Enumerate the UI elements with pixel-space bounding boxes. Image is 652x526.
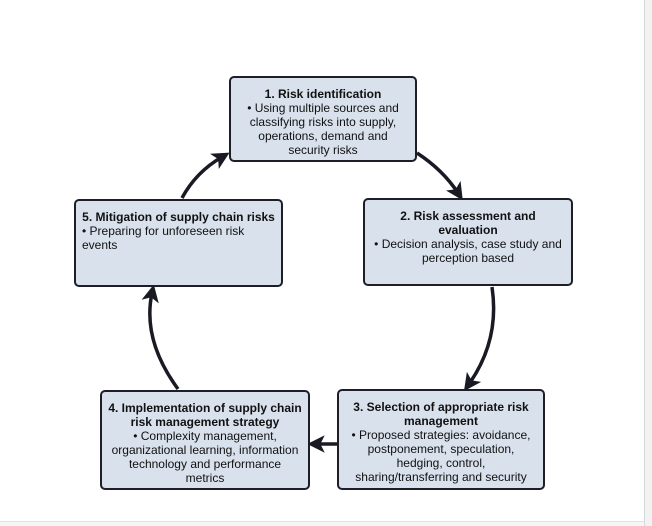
cycle-arrows <box>141 151 496 453</box>
step-4-title: 4. Implementation of supply chain risk m… <box>108 401 302 429</box>
step-2-body: • Decision analysis, case study and perc… <box>374 237 562 265</box>
step-5-mitigation: 5. Mitigation of supply chain risks • Pr… <box>74 199 283 287</box>
step-2-risk-assessment: 2. Risk assessment and evaluation • Deci… <box>363 198 573 286</box>
step-4-body: • Complexity management, organizational … <box>111 429 299 485</box>
page-right-edge <box>644 0 652 526</box>
step-3-selection-of-strategy: 3. Selection of appropriate risk managem… <box>337 389 545 490</box>
step-1-body: • Using multiple sources and classifying… <box>247 101 399 157</box>
step-3-body: • Proposed strategies: avoidance, postpo… <box>351 428 531 484</box>
arrow-2-to-3 <box>463 286 496 392</box>
arrow-1-to-2 <box>416 151 463 201</box>
step-1-title: 1. Risk identification <box>264 87 382 101</box>
arrow-5-to-1 <box>180 152 230 199</box>
step-2-title: 2. Risk assessment and evaluation <box>400 209 536 237</box>
step-5-title: 5. Mitigation of supply chain risks <box>82 210 275 224</box>
step-5-body: • Preparing for unforeseen risk events <box>82 224 245 252</box>
step-1-risk-identification: 1. Risk identification • Using multiple … <box>229 76 417 162</box>
arrow-4-to-5 <box>141 284 180 391</box>
step-4-implementation: 4. Implementation of supply chain risk m… <box>100 390 310 490</box>
step-3-title: 3. Selection of appropriate risk managem… <box>353 400 529 428</box>
page-bottom-edge <box>0 521 644 526</box>
